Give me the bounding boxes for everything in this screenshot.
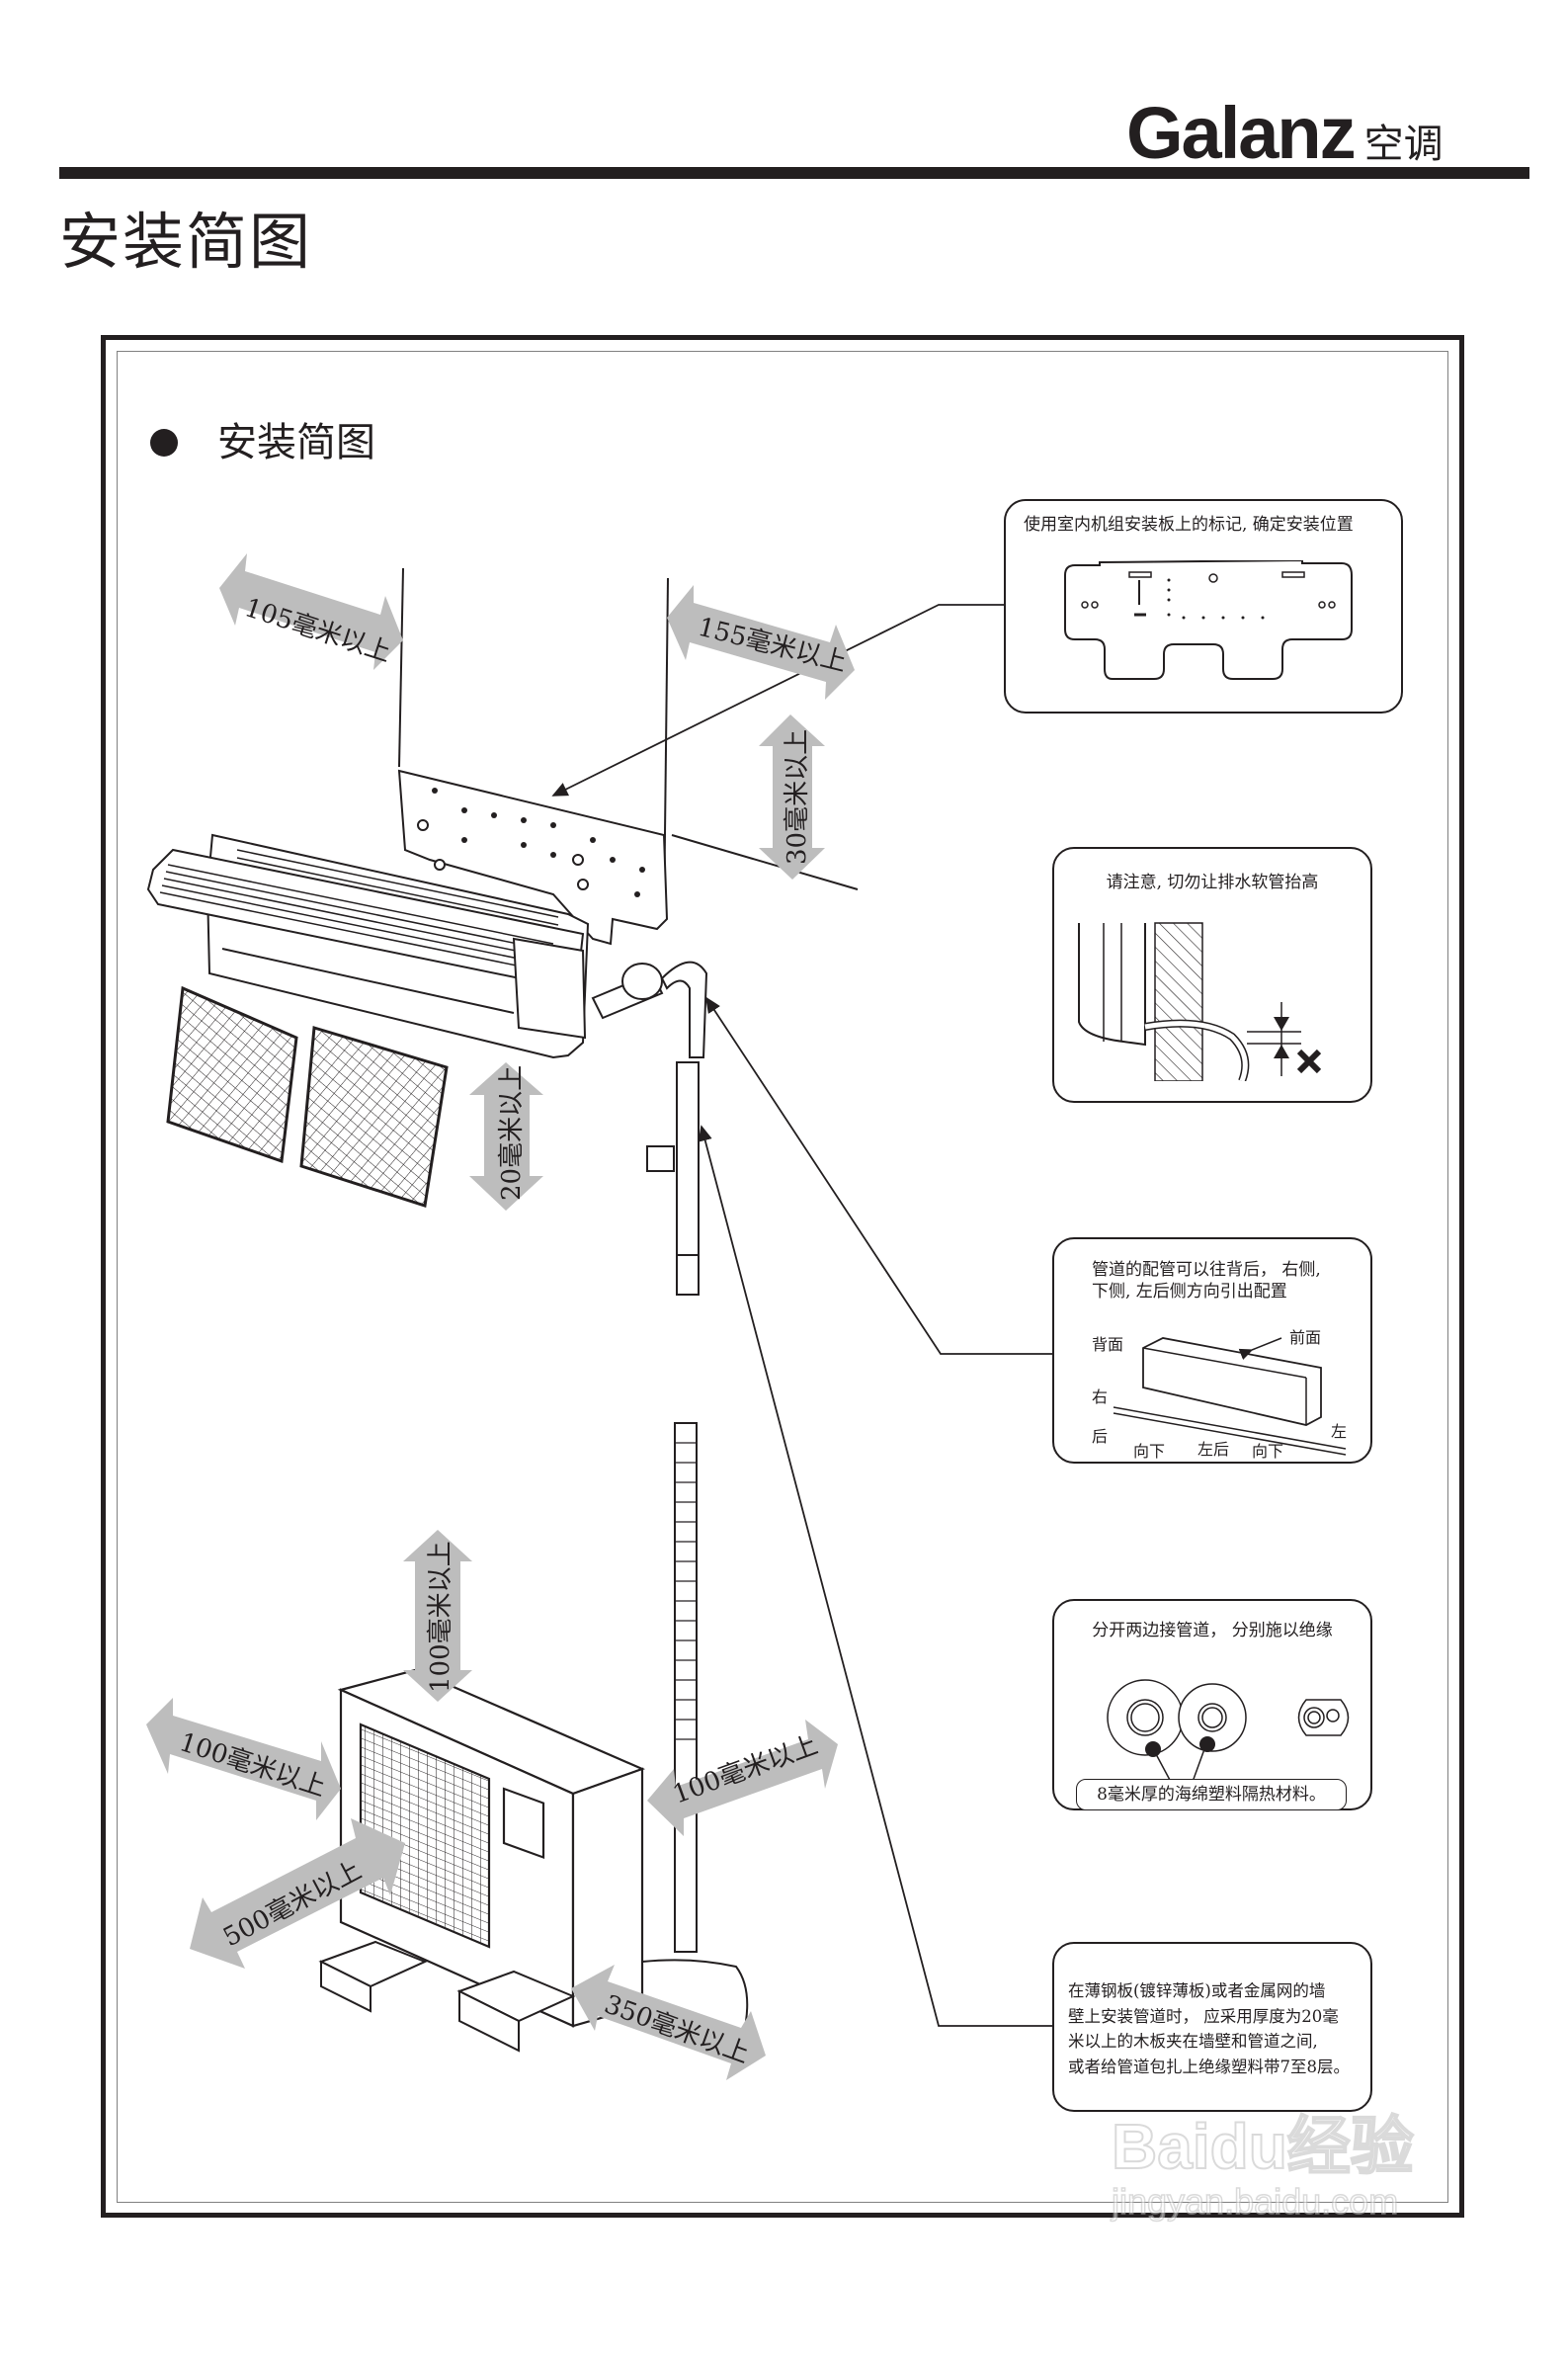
dim-arrow-155 <box>667 585 855 700</box>
outdoor-unit <box>337 1668 645 2028</box>
hose-rings <box>675 1442 697 1740</box>
piping-direction-diagram: 背面 前面 右 后 向下 左后 向下 左 <box>1092 1328 1347 1461</box>
piping-direction-line1: 管道的配管可以往背后， 右侧, <box>1092 1260 1321 1280</box>
leader-mounting-plate <box>551 604 1004 797</box>
label-front: 前面 <box>1289 1328 1321 1347</box>
dim-arrow-20 <box>469 1062 543 1211</box>
wall-line-left <box>398 567 404 768</box>
dim-arrow-out-top <box>403 1530 472 1702</box>
section-heading: 安装简图 <box>150 423 375 462</box>
label-back: 背面 <box>1092 1335 1123 1354</box>
leader-piping-direction <box>705 996 1052 1355</box>
callout-piping-direction-text: 管道的配管可以往背后， 右侧, 下侧, 左后侧方向引出配置 <box>1092 1259 1321 1303</box>
dim-arrow-out-left <box>146 1698 341 1820</box>
ceiling-line <box>671 834 859 890</box>
callout-drain-hose: 请注意, 切勿让排水软管抬高 <box>1052 847 1372 1103</box>
wrong-x-icon <box>1296 1049 1322 1074</box>
diagram-frame-inner <box>117 351 1448 2203</box>
outdoor-pipe <box>641 1959 749 2022</box>
leader-metal-wall <box>698 1125 1052 2027</box>
outdoor-base-blocks <box>318 1940 576 2053</box>
section-label: 安装简图 <box>217 420 375 465</box>
dim-arrow-105 <box>219 553 403 670</box>
watermark-url: jingyan.baidu.com <box>1111 2181 1399 2222</box>
dim-label-155: 155毫米以上 <box>695 613 849 678</box>
piping <box>591 961 708 1953</box>
brand-logo: Galanz <box>1126 92 1357 174</box>
callout-insulation-text: 分开两边接管道， 分别施以绝缘 <box>1092 1621 1333 1640</box>
brand-header: Galanz 空调 <box>1126 91 1444 170</box>
label-left: 左 <box>1331 1422 1347 1441</box>
label-down-2: 向下 <box>1252 1442 1283 1461</box>
dim-label-30: 30毫米以上 <box>783 729 812 865</box>
metal-wall-line: 或者给管道包扎上绝缘塑料带7至8层。 <box>1068 2057 1350 2076</box>
indoor-unit <box>146 833 590 1059</box>
dim-arrow-out-right <box>647 1720 838 1836</box>
metal-wall-line: 米以上的木板夹在墙壁和管道之间, <box>1068 2032 1318 2052</box>
label-right: 右 <box>1092 1387 1108 1406</box>
header-rule <box>59 167 1529 179</box>
metal-wall-line: 在薄钢板(镀锌薄板)或者金属网的墙 <box>1068 1981 1326 2000</box>
air-filters <box>166 985 449 1208</box>
label-left-rear: 左后 <box>1197 1440 1229 1459</box>
callout-piping-direction: 管道的配管可以往背后， 右侧, 下侧, 左后侧方向引出配置 背面 前面 右 后 … <box>1052 1237 1372 1464</box>
dim-arrow-30 <box>759 714 825 880</box>
bullet-icon <box>150 429 178 457</box>
dim-arrows <box>146 553 855 2080</box>
mounting-plate-diagram <box>1064 560 1353 680</box>
dim-label-20: 20毫米以上 <box>497 1065 527 1201</box>
drain-hose-diagram <box>1078 922 1322 1081</box>
page-title: 安装简图 <box>59 206 313 278</box>
insulation-note-text: 8毫米厚的海绵塑料隔热材料。 <box>1097 1784 1326 1805</box>
metal-wall-line: 壁上安装管道时， 应采用厚度为20毫 <box>1068 2006 1339 2026</box>
brand-subtitle: 空调 <box>1363 122 1444 167</box>
diagram-frame-outer <box>101 335 1464 2218</box>
dim-arrow-out-service <box>571 1965 766 2080</box>
callout-drain-hose-text: 请注意, 切勿让排水软管抬高 <box>1106 873 1319 892</box>
label-down-1: 向下 <box>1133 1442 1165 1461</box>
dim-arrow-out-front <box>190 1818 405 1969</box>
callout-mounting-plate: 使用室内机组安装板上的标记, 确定安装位置 <box>1004 499 1403 714</box>
watermark-brand: Baidu经验 <box>1111 2111 1415 2182</box>
dim-label-out-top: 100毫米以上 <box>426 1541 455 1693</box>
callout-mounting-plate-text: 使用室内机组安装板上的标记, 确定安装位置 <box>1024 515 1354 535</box>
callout-insulation: 分开两边接管道， 分别施以绝缘 8毫米厚的海绵塑料隔热材料。 <box>1052 1599 1372 1810</box>
insulation-note-box: 8毫米厚的海绵塑料隔热材料。 <box>1076 1779 1347 1810</box>
leader-lines <box>551 604 1052 2027</box>
callout-metal-wall-text: 在薄钢板(镀锌薄板)或者金属网的墙 壁上安装管道时， 应采用厚度为20毫 米以上… <box>1068 1978 1350 2079</box>
callout-metal-wall: 在薄钢板(镀锌薄板)或者金属网的墙 壁上安装管道时， 应采用厚度为20毫 米以上… <box>1052 1942 1372 2112</box>
piping-direction-line2: 下侧, 左后侧方向引出配置 <box>1092 1282 1287 1303</box>
label-rear: 后 <box>1092 1427 1108 1446</box>
watermark: Baidu经验 jingyan.baidu.com <box>1111 2111 1415 2222</box>
mounting-plate <box>397 769 669 946</box>
insulation-diagram <box>1107 1679 1350 1783</box>
